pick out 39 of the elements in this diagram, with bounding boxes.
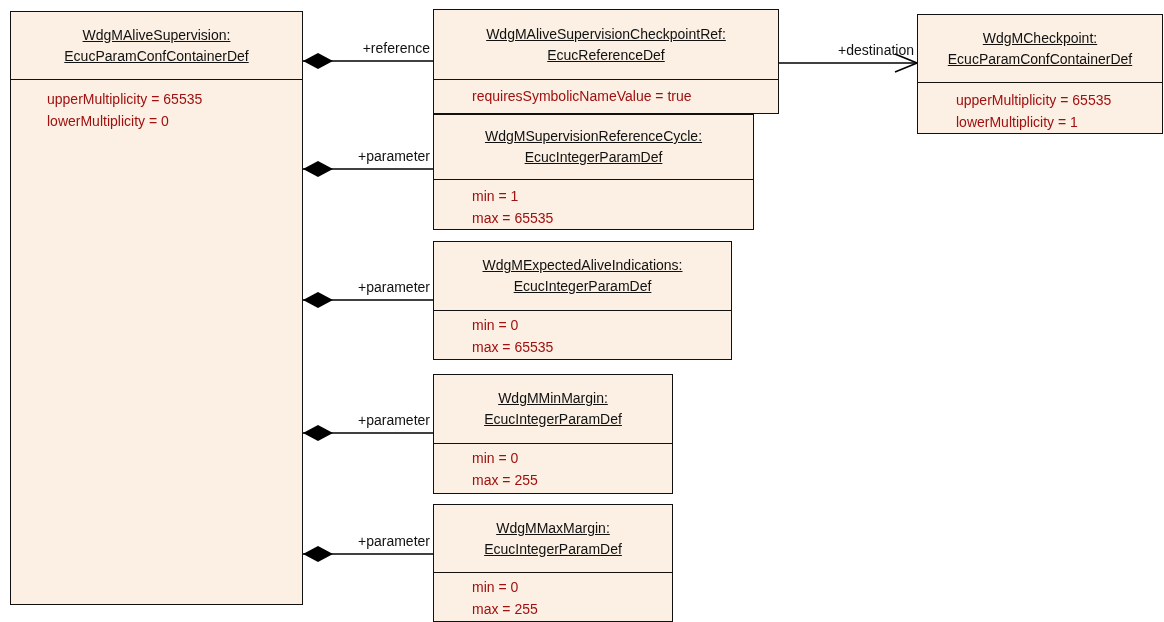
composition-line [302, 546, 434, 562]
attribute-text: lowerMultiplicity = 1 [956, 113, 1078, 131]
class-name: WdgMAliveSupervision: EcucParamConfContainerDef [63, 25, 250, 66]
attribute-text: min = 0 [472, 578, 519, 596]
attribute-text: min = 0 [472, 449, 519, 467]
attribute-text: upperMultiplicity = 65535 [47, 90, 203, 108]
attribute-text: requiresSymbolicNameValue = true [472, 87, 692, 105]
edge-label: +parameter [358, 279, 430, 295]
class-box [433, 374, 673, 494]
composition-line [302, 53, 434, 69]
edge-label: +parameter [358, 148, 430, 164]
edge-label: +parameter [358, 412, 430, 428]
attribute-text: lowerMultiplicity = 0 [47, 112, 169, 130]
class-name: WdgMMinMargin: EcucIntegerParamDef [483, 389, 623, 429]
class-box [917, 14, 1163, 134]
edge-label: +destination [838, 42, 914, 58]
edge-label: +reference [362, 40, 430, 56]
class-box [433, 9, 779, 114]
attribute-text: max = 255 [472, 600, 538, 618]
class-box [433, 504, 673, 622]
attribute-text: max = 65535 [472, 209, 554, 227]
attribute-text: upperMultiplicity = 65535 [956, 91, 1112, 109]
attribute-text: min = 0 [472, 316, 519, 334]
attribute-text: min = 1 [472, 187, 519, 205]
composition-line [302, 161, 434, 177]
class-box [433, 241, 732, 360]
edge-label: +parameter [358, 533, 430, 549]
class-name: WdgMCheckpoint: EcucParamConfContainerDef [946, 28, 1134, 69]
attribute-text: max = 65535 [472, 338, 554, 356]
composition-line [302, 292, 434, 308]
class-name: WdgMMaxMargin: EcucIntegerParamDef [483, 518, 623, 559]
class-name: WdgMExpectedAliveIndications: EcucIntegerParamDef [481, 256, 684, 296]
class-name: WdgMSupervisionReferenceCycle: EcucIntegerParamDef [483, 127, 704, 167]
class-box [433, 114, 754, 230]
attribute-text: max = 255 [472, 471, 538, 489]
class-name: WdgMAliveSupervisionCheckpointRef: EcucReferenceDef [485, 24, 727, 65]
association-arrow [778, 53, 918, 73]
composition-line [302, 425, 434, 441]
class-box [10, 11, 303, 605]
